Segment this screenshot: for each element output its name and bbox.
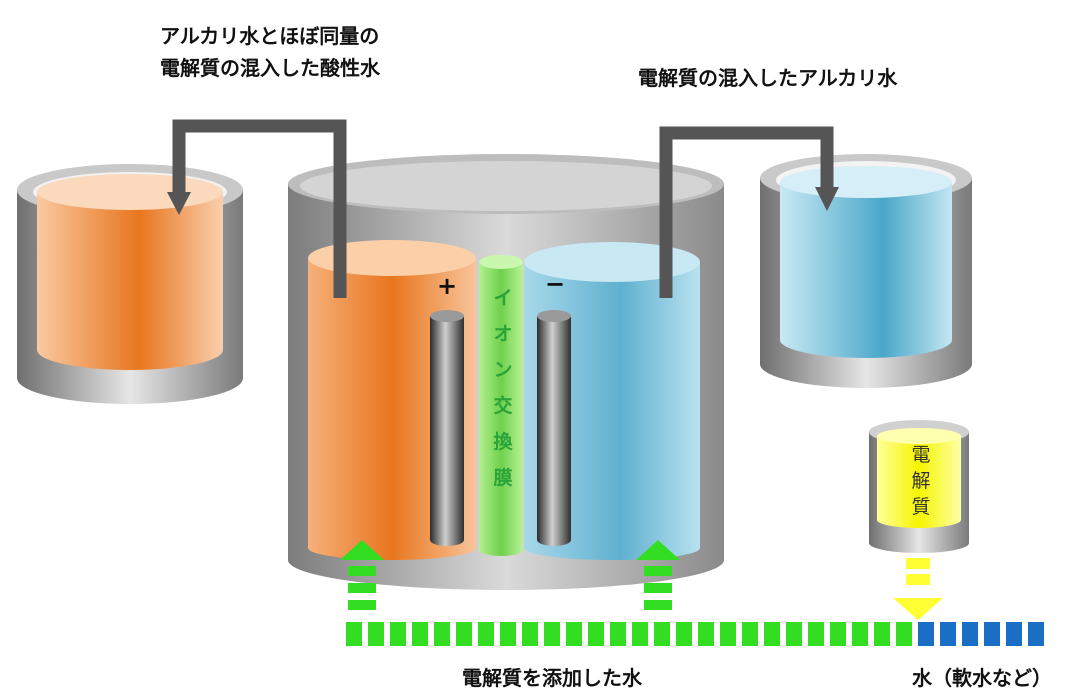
flow-segment-green — [720, 622, 736, 646]
flow-segment-blue — [918, 622, 934, 646]
flow-segment-green — [610, 622, 626, 646]
electrolyte-tank — [869, 420, 969, 553]
cathode-minus-sign: − — [545, 270, 566, 298]
flow-segment-green — [742, 622, 758, 646]
flow-segment-green — [500, 622, 516, 646]
membrane-label: イ オ ン 交 換 膜 — [493, 287, 513, 489]
flow-segment-green — [588, 622, 604, 646]
alkali-water-tank — [760, 154, 972, 388]
flow-segment-green — [786, 622, 802, 646]
inlet-arrow-cathode — [636, 540, 680, 610]
flow-segment-green — [764, 622, 780, 646]
flow-segment-green — [390, 622, 406, 646]
flow-segment-green — [412, 622, 428, 646]
flow-segment-blue — [1028, 622, 1044, 646]
acid-water-label: アルカリ水とほぼ同量の 電解質の混入した酸性水 — [160, 24, 380, 80]
soft-water-flow — [918, 622, 1044, 646]
flow-segment-green — [808, 622, 824, 646]
cathode-electrode — [537, 310, 571, 546]
flow-segment-green — [896, 622, 912, 646]
flow-segment-green — [830, 622, 846, 646]
alkali-pipe — [659, 126, 839, 298]
flow-segment-green — [676, 622, 692, 646]
electrolyte-water-label: 電解質を添加した水 — [462, 666, 642, 690]
flow-segment-green — [874, 622, 890, 646]
flow-segment-blue — [984, 622, 1000, 646]
flow-segment-green — [566, 622, 582, 646]
flow-segment-green — [852, 622, 868, 646]
flow-segment-green — [478, 622, 494, 646]
flow-segment-blue — [1006, 622, 1022, 646]
flow-segment-green — [632, 622, 648, 646]
flow-segment-green — [522, 622, 538, 646]
flow-segment-green — [368, 622, 384, 646]
anode-plus-sign: + — [437, 272, 458, 300]
electrolyte-tank-label: 電 解 質 — [911, 444, 931, 518]
acid-water-tank — [17, 164, 243, 404]
electrolyte-dosing-arrow — [893, 558, 943, 620]
electrolyte-water-flow — [346, 622, 912, 646]
ion-exchange-membrane — [479, 255, 523, 556]
flow-segment-green — [654, 622, 670, 646]
flow-segment-blue — [940, 622, 956, 646]
alkali-water-label: 電解質の混入したアルカリ水 — [638, 66, 898, 90]
acid-pipe — [167, 119, 347, 298]
flow-segment-green — [346, 622, 362, 646]
flow-segment-green — [434, 622, 450, 646]
anode-electrode — [430, 310, 464, 546]
flow-segment-blue — [962, 622, 978, 646]
water-source-label: 水（軟水など） — [912, 666, 1052, 690]
inlet-arrow-anode — [340, 540, 384, 610]
flow-segment-green — [698, 622, 714, 646]
flow-segment-green — [544, 622, 560, 646]
flow-segment-green — [456, 622, 472, 646]
